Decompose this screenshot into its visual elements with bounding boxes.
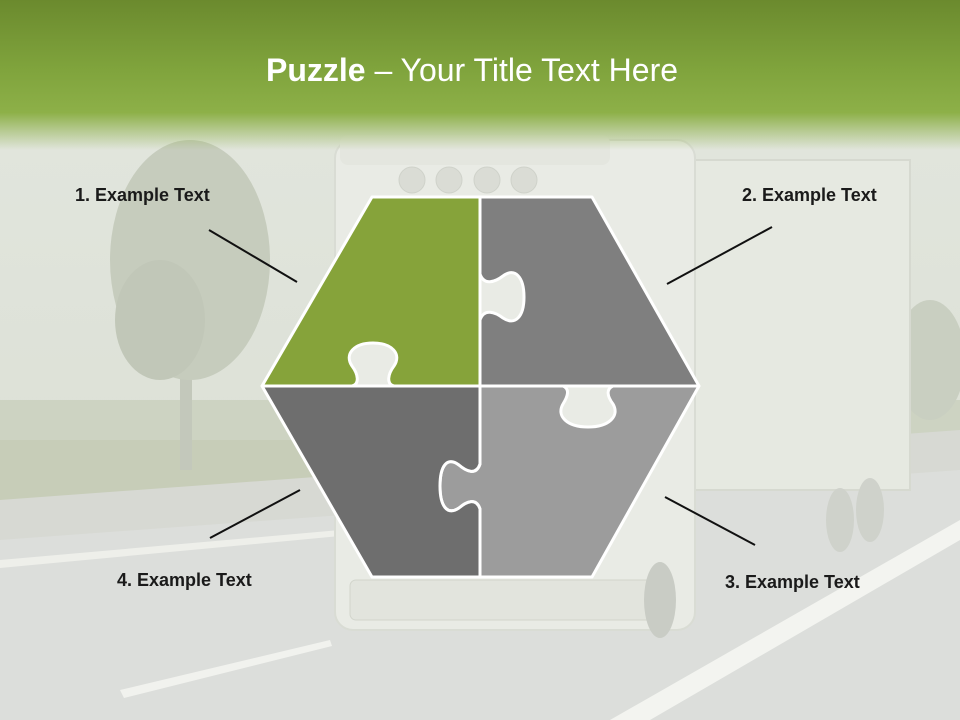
title-rest: – Your Title Text Here bbox=[365, 52, 679, 88]
puzzle-piece-2 bbox=[478, 195, 701, 388]
title-band bbox=[0, 0, 960, 150]
connector-line-2 bbox=[666, 226, 773, 285]
label-2: 2. Example Text bbox=[742, 185, 877, 205]
label-3: 3. Example Text bbox=[725, 572, 860, 592]
slide-title: Puzzle – Your Title Text Here bbox=[0, 48, 944, 92]
connector-line-3 bbox=[664, 496, 756, 546]
connector-line-1 bbox=[208, 229, 298, 283]
connector-line-4 bbox=[209, 489, 301, 539]
title-strong: Puzzle bbox=[265, 52, 366, 88]
puzzle-piece-1 bbox=[260, 195, 482, 388]
label-4: 4. Example Text bbox=[117, 570, 252, 590]
label-1: 1. Example Text bbox=[75, 185, 210, 205]
puzzle-piece-4 bbox=[260, 384, 482, 579]
